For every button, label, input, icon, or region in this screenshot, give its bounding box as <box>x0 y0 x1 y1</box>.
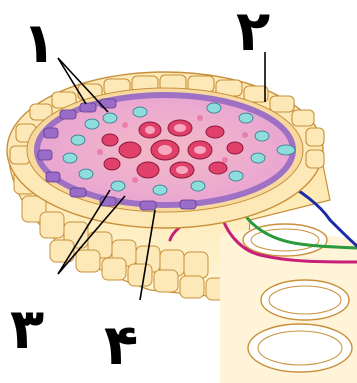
label-1: ۱ <box>22 11 56 76</box>
label-3: ۳ <box>10 297 44 362</box>
top-face <box>7 72 324 228</box>
label-4: ۴ <box>104 313 138 378</box>
label-2: ۲ <box>236 0 270 64</box>
